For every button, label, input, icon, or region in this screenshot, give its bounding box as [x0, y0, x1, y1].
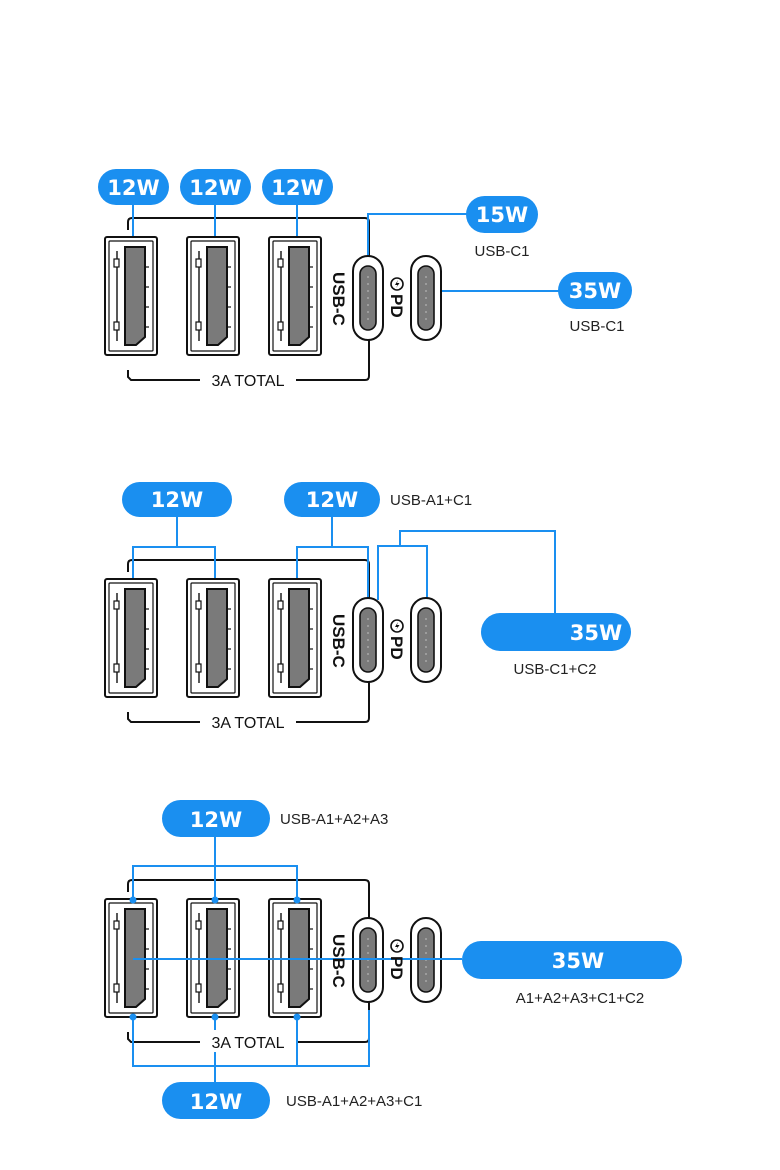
pill-caption: A1+A2+A3+C1+C2 — [516, 990, 644, 1007]
usb-a1-port-icon — [104, 578, 158, 698]
usb-c1-port-icon — [352, 597, 384, 683]
pill-caption: USB-A1+C1 — [390, 492, 472, 509]
usb-a1-port-icon — [104, 236, 158, 356]
junction-dots — [129, 896, 301, 1021]
power-pill — [262, 169, 333, 205]
usb-c2-port-icon — [410, 255, 442, 341]
pill-label: 12W — [271, 176, 323, 200]
power-pill — [481, 613, 631, 651]
pill-label: 35W — [569, 279, 621, 303]
total-label: 3A TOTAL — [212, 1035, 285, 1052]
pill-label: 12W — [190, 808, 242, 832]
usb-c-label: USB-C — [329, 272, 348, 326]
pill-caption: USB-C1 — [569, 318, 624, 335]
usb-c2-port-icon — [410, 597, 442, 683]
power-pill — [180, 169, 251, 205]
pd-label: PD — [387, 277, 406, 318]
power-pill — [162, 800, 270, 837]
scenario-1: USB-C PD 3A TOTAL 12W 12W 12W 15W USB-C1… — [98, 169, 632, 390]
pd-label: PD — [387, 939, 406, 980]
connector-lines — [132, 201, 560, 292]
pill-label: 35W — [552, 949, 604, 973]
scenario-3: USB-C PD 3A TOTAL 12W USB-A1+A2+A3 35W A… — [104, 800, 682, 1119]
pd-text: PD — [387, 956, 406, 980]
power-pill — [466, 196, 538, 233]
usb-c1-port-icon — [352, 255, 384, 341]
pill-label: 15W — [476, 203, 528, 227]
pill-label: 12W — [306, 488, 358, 512]
pill-caption: USB-A1+A2+A3+C1 — [286, 1093, 422, 1110]
pd-label: PD — [387, 619, 406, 660]
usb-a3-port-icon — [268, 578, 322, 698]
power-pill — [162, 1082, 270, 1119]
pill-caption: USB-A1+A2+A3 — [280, 811, 388, 828]
usb-c-label: USB-C — [329, 934, 348, 988]
power-pill — [122, 482, 232, 517]
usb-a3-port-icon — [268, 236, 322, 356]
pill-label: 12W — [107, 176, 159, 200]
pill-label: 12W — [189, 176, 241, 200]
power-pill — [284, 482, 380, 517]
scenario-2: USB-C PD 3A TOTAL 12W 12W USB-A1+C1 35W … — [104, 482, 631, 732]
usb-c-label: USB-C — [329, 614, 348, 668]
power-pill — [462, 941, 682, 979]
total-label: 3A TOTAL — [212, 373, 285, 390]
pill-caption: USB-C1 — [474, 243, 529, 260]
connector-lines — [132, 514, 556, 613]
pd-text: PD — [387, 636, 406, 660]
usb-a2-port-icon — [186, 578, 240, 698]
pill-label: 35W — [570, 621, 622, 645]
pd-text: PD — [387, 294, 406, 318]
pill-caption: USB-C1+C2 — [514, 661, 597, 678]
usb-a2-port-icon — [186, 236, 240, 356]
pill-label: 12W — [190, 1090, 242, 1114]
total-label: 3A TOTAL — [212, 715, 285, 732]
power-pill — [98, 169, 169, 205]
device-outline — [127, 879, 370, 1043]
power-pill — [558, 272, 632, 309]
pill-label: 12W — [151, 488, 203, 512]
